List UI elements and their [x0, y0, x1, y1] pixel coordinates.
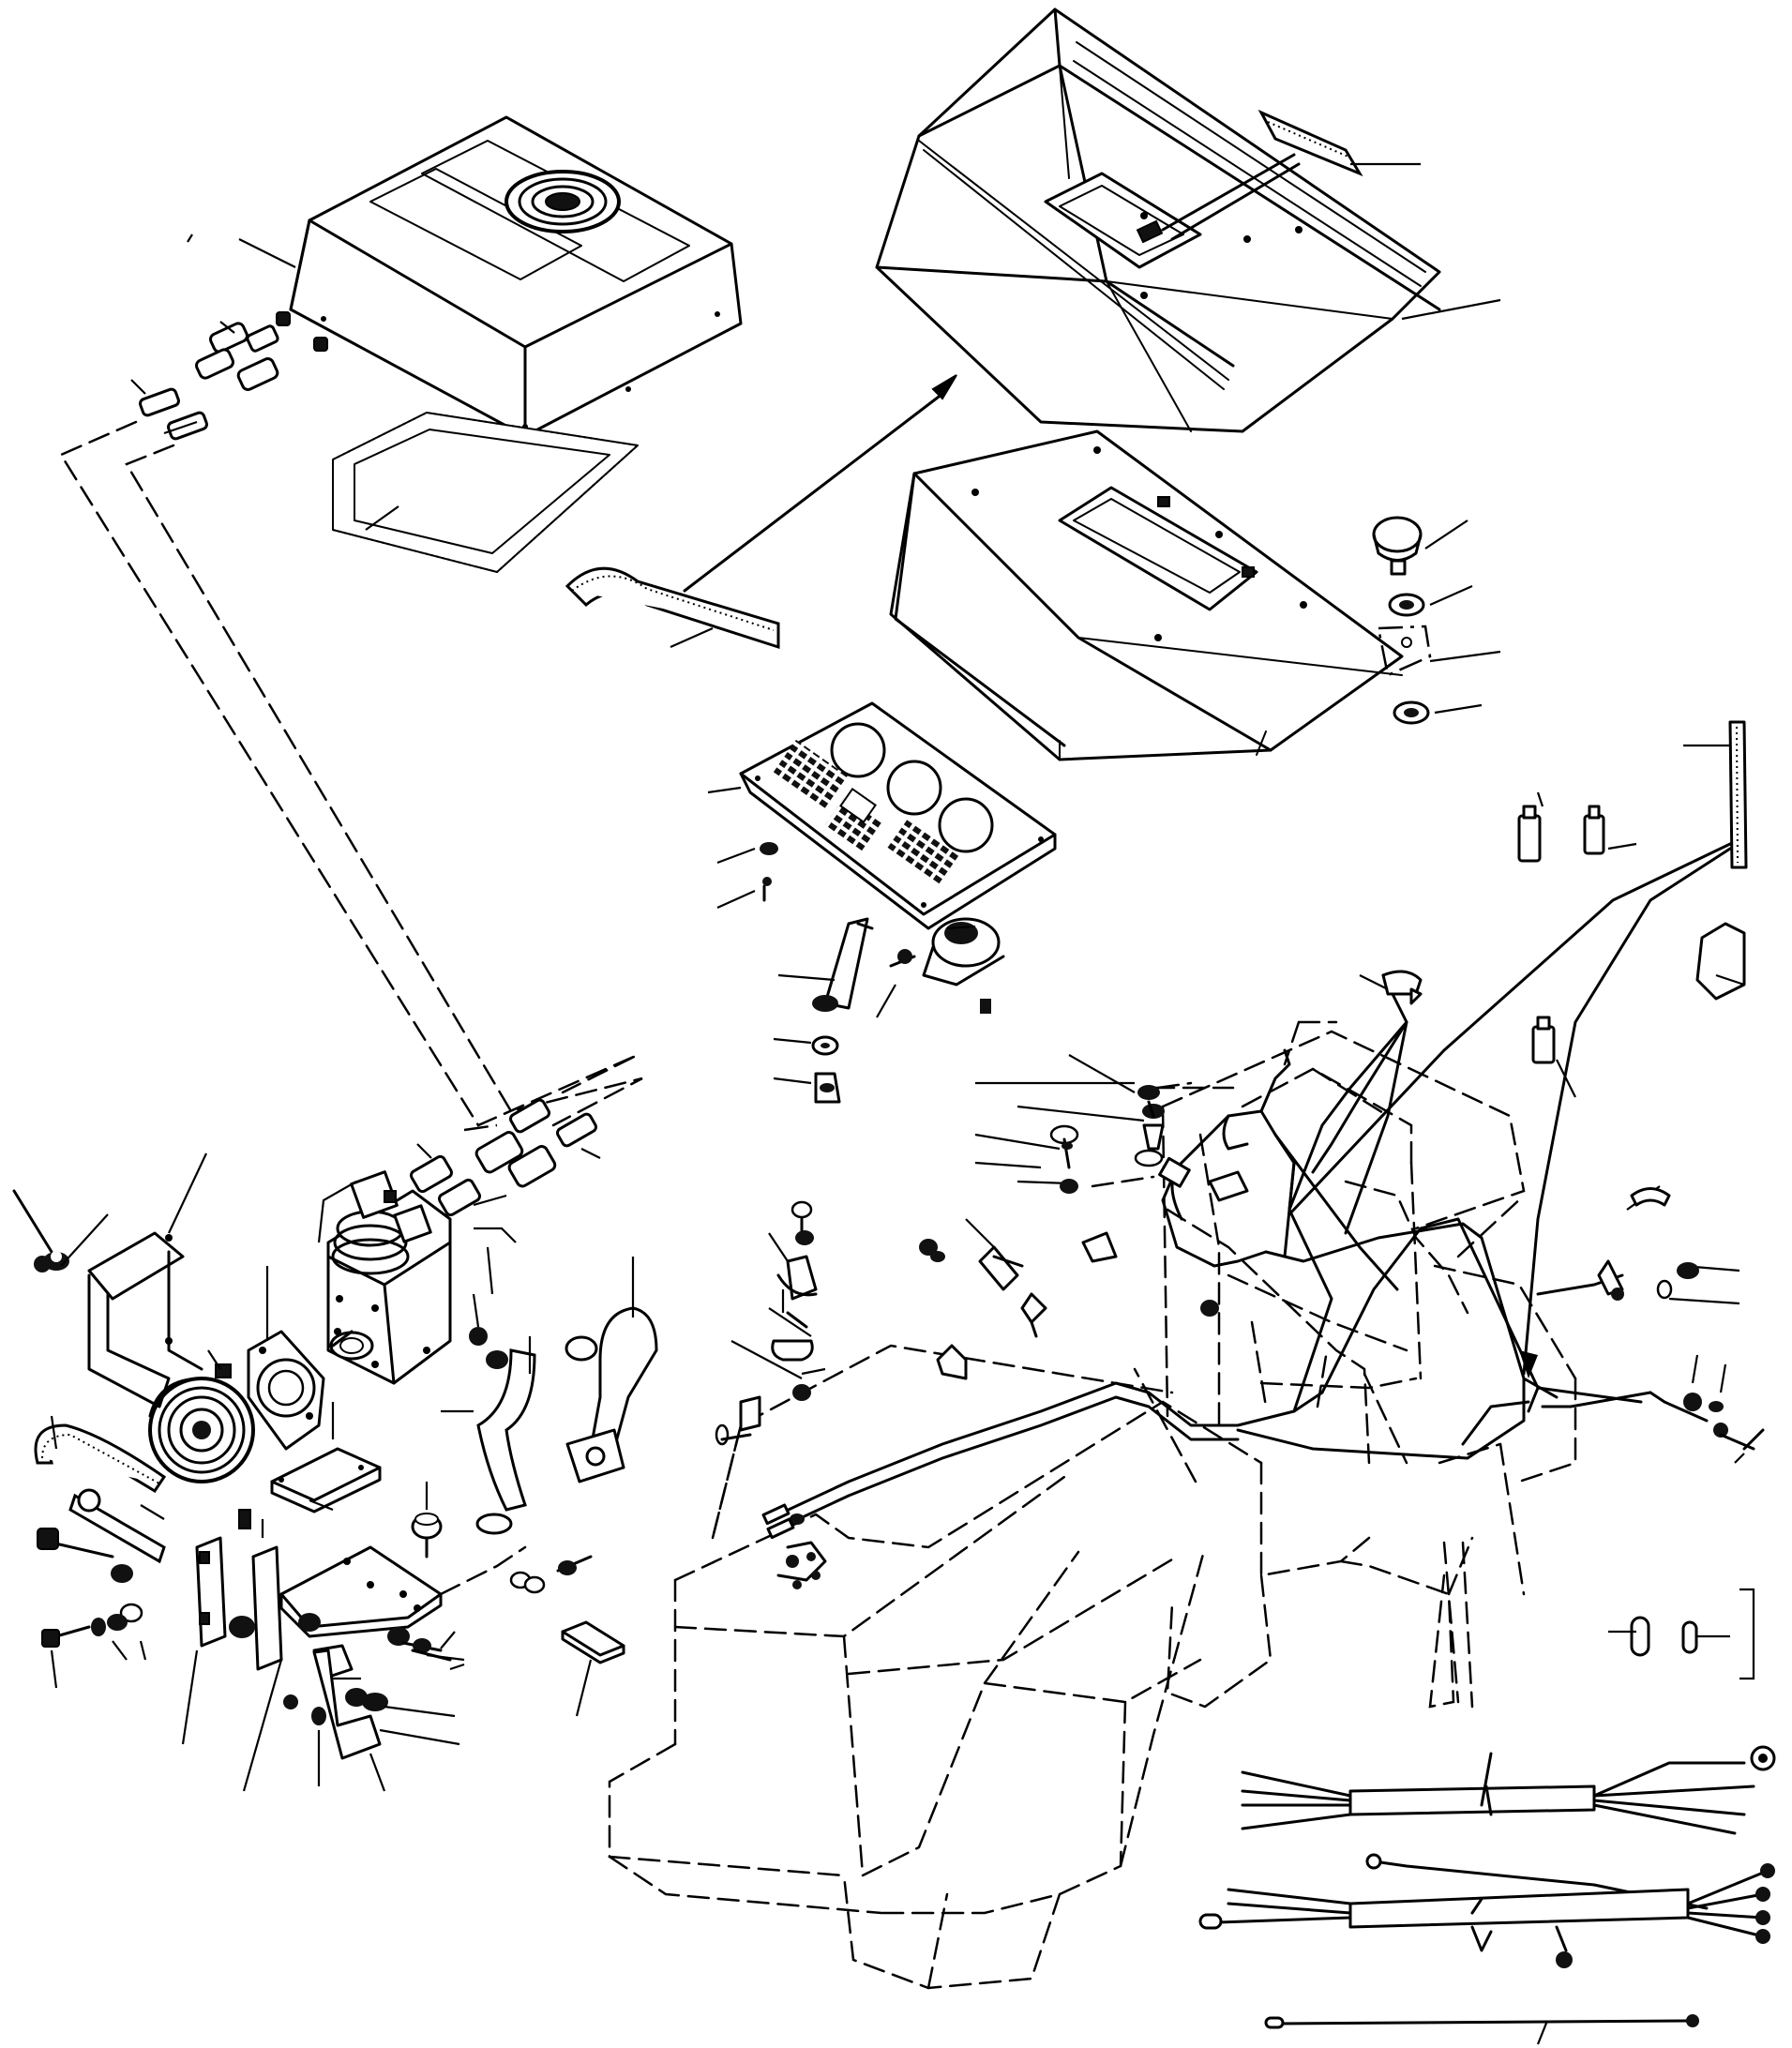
discharge-pipe — [565, 1306, 658, 1483]
connectors — [1608, 1588, 1755, 1680]
harness-leads — [1198, 1745, 1776, 1968]
l-bracket — [283, 1649, 460, 1792]
ac-cover — [289, 115, 743, 438]
suction-hose — [475, 1348, 536, 1535]
compressor — [326, 1170, 452, 1385]
compressor-pulley — [148, 1377, 255, 1483]
harness-clips — [715, 970, 1624, 1446]
cover-gasket — [332, 411, 640, 574]
cover-vent — [504, 170, 621, 233]
housing-handle — [1161, 109, 1363, 241]
chassis-outline — [608, 1020, 1577, 1990]
harness-branch — [1288, 842, 1732, 1216]
bracket-bolts — [12, 1189, 109, 1272]
compressor-bracket — [195, 1509, 443, 1671]
cover-fittings — [139, 311, 328, 441]
seal-strip — [565, 566, 780, 650]
thermostat-bracket — [812, 917, 916, 1012]
blower-cover — [889, 429, 1404, 761]
drive-belt — [34, 1423, 167, 1564]
assembly-arrow — [683, 392, 944, 593]
right-hardware — [1630, 1187, 1765, 1464]
small-plate — [561, 1620, 625, 1664]
single-lead — [1264, 2014, 1699, 2045]
thermostat — [922, 917, 1005, 986]
wiring-harness — [776, 973, 1709, 1530]
knob — [1372, 516, 1432, 725]
leader-cover — [238, 238, 296, 268]
compressor-fittings — [410, 1098, 597, 1217]
refrigerant-lines — [59, 420, 643, 1132]
harness-hardware — [1049, 1081, 1193, 1194]
control-panel — [739, 701, 1057, 930]
clutch-plate — [247, 1330, 325, 1451]
fuse-strip — [1728, 720, 1748, 869]
ac-unit-housing — [875, 8, 1441, 433]
panel-buttons — [772, 739, 962, 888]
pulley-bracket — [87, 1231, 203, 1408]
harness-terminals — [761, 1156, 1219, 1589]
spacer-plate — [270, 1447, 382, 1513]
